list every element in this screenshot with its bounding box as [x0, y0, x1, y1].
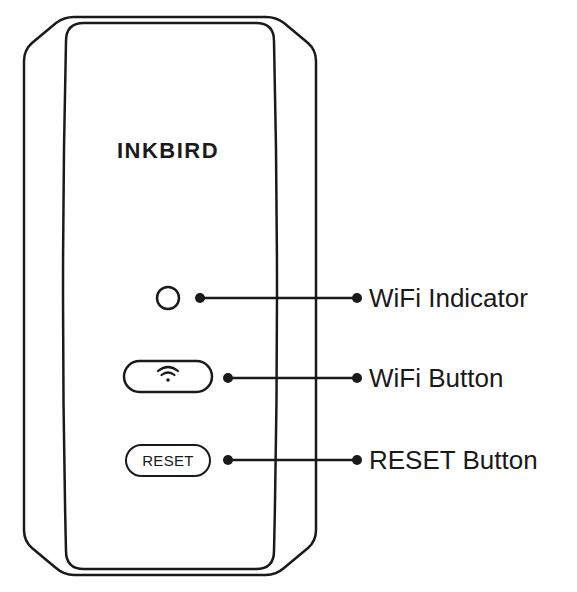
callout-label: WiFi Button	[369, 365, 503, 391]
leader-lines	[195, 293, 362, 465]
wifi-icon	[158, 367, 178, 382]
brand-name: INKBIRD	[117, 140, 219, 162]
housing-outline	[22, 15, 318, 577]
wifi-button	[124, 361, 212, 392]
device-housing: INKBIRD RESET	[22, 15, 318, 577]
wifi-indicator-led	[157, 287, 179, 309]
reset-button: RESET	[125, 444, 211, 477]
callout-label: RESET Button	[369, 447, 538, 473]
button-label: RESET	[142, 453, 194, 468]
callout-label: WiFi Indicator	[369, 285, 528, 311]
